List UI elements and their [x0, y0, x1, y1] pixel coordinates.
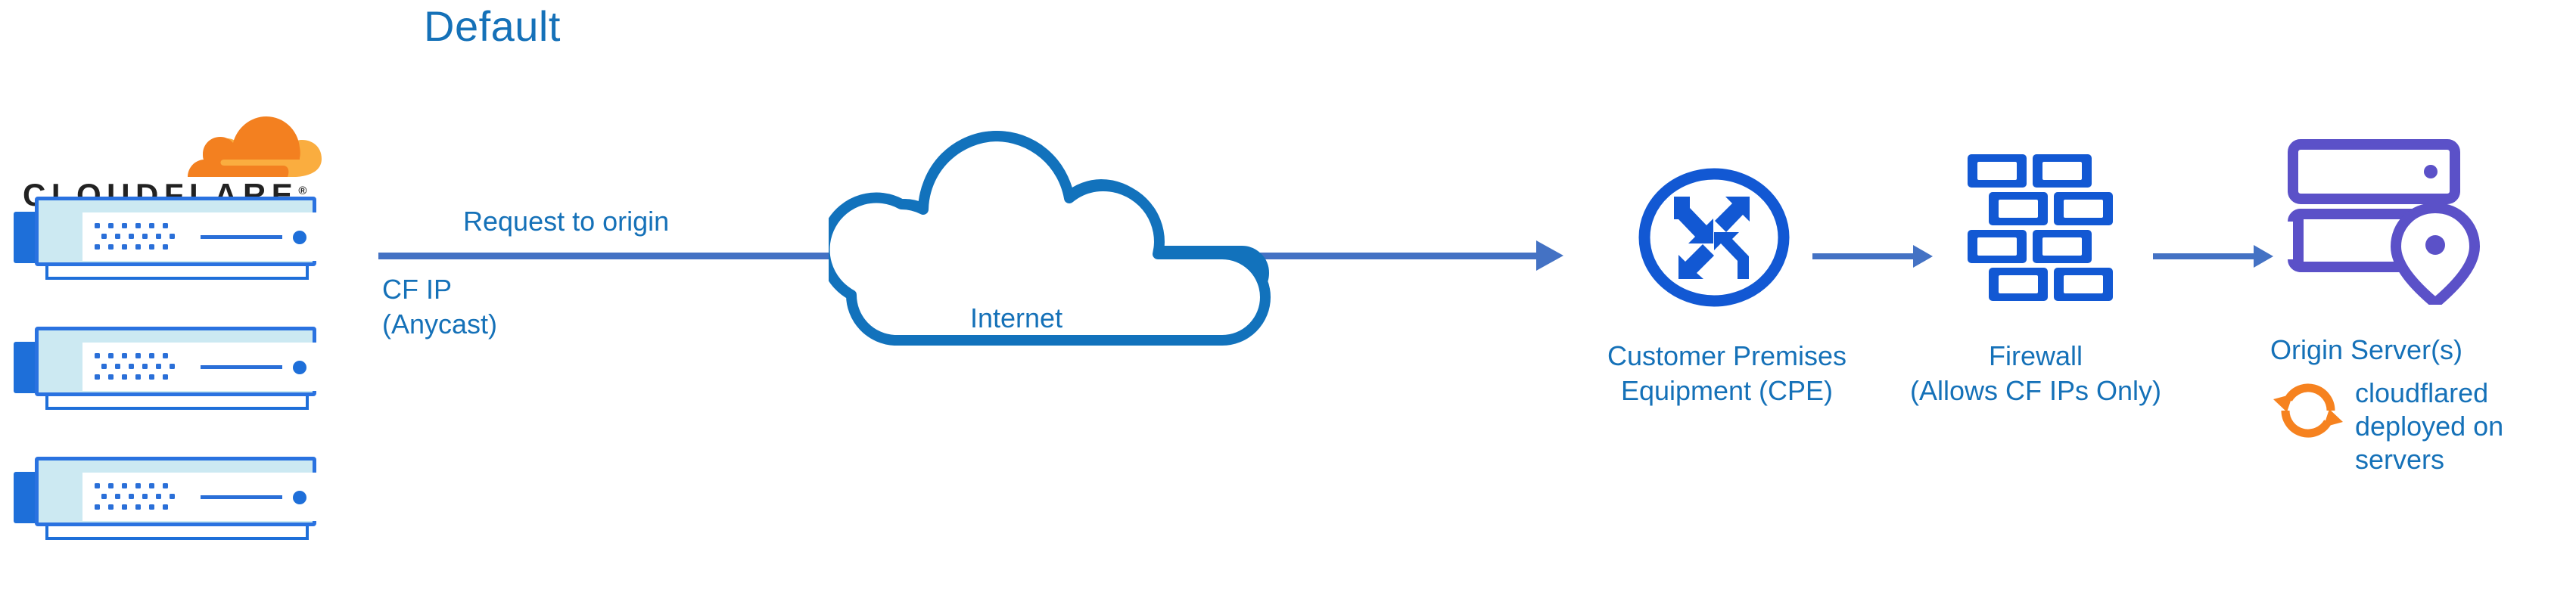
server-body	[35, 197, 323, 266]
server-led-icon	[293, 231, 306, 244]
server-led-icon	[293, 491, 306, 504]
cloud-icon	[829, 130, 1271, 346]
cloudflare-brand: CLOUDFLARE®	[14, 98, 331, 212]
firewall-to-origin-arrow-head-icon	[2254, 245, 2273, 268]
cloudflared-line-3: servers	[2355, 443, 2445, 475]
cpe-label-line-1: Customer Premises	[1607, 340, 1847, 371]
firewall-to-origin-arrow-line	[2153, 253, 2255, 259]
cloudflare-cloud-logo-icon	[188, 116, 322, 177]
cf-ip-anycast-label: CF IP (Anycast)	[382, 272, 497, 342]
server-rack-unit	[14, 455, 323, 540]
server-vent-dots-icon	[95, 483, 175, 510]
cf-ip-line-1: CF IP	[382, 274, 453, 305]
router-circle-arrows-icon	[1638, 168, 1790, 307]
origin-server-label: Origin Server(s)	[2270, 334, 2463, 365]
firewall-label: Firewall (Allows CF IPs Only)	[1858, 339, 2214, 408]
cloudflared-line-1: cloudflared	[2355, 377, 2489, 408]
server-vent-dots-icon	[95, 223, 175, 250]
server-vent-dots-icon	[95, 353, 175, 380]
brick-wall-icon	[1968, 154, 2113, 301]
cloudflared-line-2: deployed on	[2355, 410, 2504, 442]
refresh-sync-icon	[2273, 383, 2343, 438]
internet-label: Internet	[970, 302, 1063, 333]
server-rack-unit	[14, 325, 323, 410]
cloudflared-annotation-label: cloudflared deployed on servers	[2355, 377, 2544, 476]
firewall-label-line-2: (Allows CF IPs Only)	[1909, 375, 2162, 407]
firewall-label-line-1: Firewall	[1988, 340, 2083, 371]
server-rack-unit	[14, 195, 323, 280]
server-body	[35, 327, 323, 396]
server-slot-line	[201, 235, 282, 239]
registered-mark: ®	[298, 185, 307, 197]
server-body	[35, 457, 323, 526]
cpe-label-line-2: Equipment (CPE)	[1620, 375, 1834, 407]
cpe-label: Customer Premises Equipment (CPE)	[1568, 339, 1886, 408]
cf-ip-line-2: (Anycast)	[382, 309, 498, 340]
cpe-to-firewall-arrow-head-icon	[1913, 245, 1933, 268]
server-slot-line	[201, 495, 282, 499]
request-flow-arrow-head-icon	[1536, 240, 1563, 271]
server-led-icon	[293, 361, 306, 374]
server-slot-line	[201, 365, 282, 369]
cpe-to-firewall-arrow-line	[1812, 253, 1915, 259]
page-title: Default	[424, 2, 561, 50]
request-to-origin-label: Request to origin	[463, 206, 670, 237]
server-with-location-pin-icon	[2288, 139, 2480, 305]
